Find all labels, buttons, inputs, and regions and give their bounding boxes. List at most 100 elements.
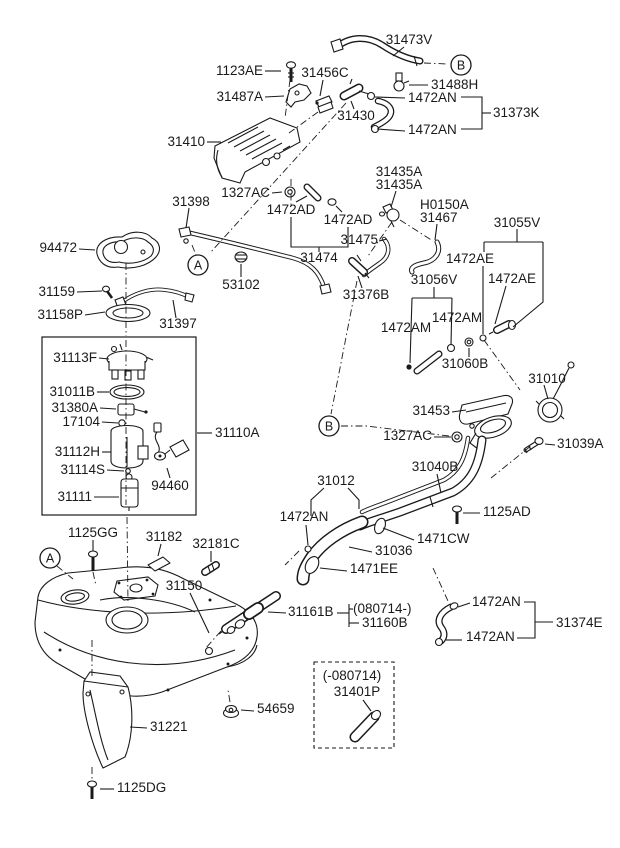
- leader-line-9: [461, 96, 483, 130]
- leader-line-4: [350, 100, 355, 110]
- part-tube-31161B: [218, 591, 281, 635]
- part-clamp-1472AM-a: [446, 343, 456, 353]
- part-label-31113F-32: 31113F: [53, 350, 97, 365]
- part-label-31456C-2: 31456C: [301, 65, 349, 80]
- part-valve-31376B: [348, 254, 370, 279]
- part-bolt-31159: [101, 285, 114, 299]
- part-label-31160B-62: 31160B: [362, 615, 408, 630]
- part-tube-31056V: [406, 350, 443, 375]
- leader-line-17: [390, 190, 397, 208]
- part-label-31010-42: 31010: [528, 371, 566, 386]
- axis-line-12: [284, 550, 300, 566]
- part-label-080714-66: (-080714): [323, 668, 382, 683]
- leader-line-52: [84, 311, 106, 316]
- part-nut-1327AC-a: [284, 186, 296, 198]
- part-label-31376B-24: 31376B: [343, 287, 390, 302]
- part-label-31474-14: 31474: [300, 250, 338, 265]
- part-tube-31398: [178, 226, 332, 295]
- part-label-1125DG-65: 1125DG: [117, 780, 166, 795]
- leader-line-2: [319, 79, 324, 97]
- svg-text:B: B: [325, 420, 333, 434]
- leader-line-63: [517, 601, 536, 639]
- leader-line-12: [185, 207, 190, 229]
- part-nut-1327AC-b-inner: [454, 434, 460, 440]
- part-filler-pipe-31040B: [355, 435, 487, 531]
- axis-line-3: [209, 102, 347, 254]
- part-label-31161B-60: 31161B: [288, 604, 334, 619]
- part-label-31221-64: 31221: [150, 719, 188, 734]
- part-label-1472AN-7: 1472AN: [408, 90, 457, 105]
- part-label-31111-38: 31111: [57, 489, 92, 504]
- part-label-31055V-19: 31055V: [494, 215, 541, 230]
- part-label-1327AC-10: 1327AC: [221, 185, 270, 200]
- axis-lines-layer: [56, 62, 533, 781]
- part-clamp-1471CW: [374, 517, 386, 535]
- part-label-1472AN-59: 1472AN: [466, 629, 515, 644]
- part-flange-31113F: [106, 343, 154, 381]
- part-clamp-31456C: [315, 95, 334, 114]
- leader-line-55: [99, 407, 117, 410]
- axis-line-2: [288, 111, 319, 134]
- leader-line-73: [362, 699, 372, 712]
- leader-line-71: [129, 726, 148, 729]
- part-label-31158P-30: 31158P: [37, 307, 83, 322]
- part-label-31112H-36: 31112H: [55, 444, 100, 459]
- part-label-31453-43: 31453: [412, 403, 450, 418]
- svg-text:A: A: [46, 552, 55, 566]
- part-pad-31182: [147, 556, 171, 572]
- part-label-1472AM-27: 1472AM: [432, 310, 482, 325]
- part-label-54659-63: 54659: [257, 701, 295, 716]
- part-label-1472AM-26: 1472AM: [381, 320, 431, 335]
- part-bolt-1123AE: [285, 61, 297, 82]
- leader-line-0: [392, 46, 405, 57]
- part-label-31150-56: 31150: [166, 578, 203, 593]
- part-fuel-cap-31010: [535, 361, 575, 423]
- part-hose-31373K: [370, 97, 395, 131]
- axis-line-0: [423, 62, 449, 65]
- part-label-H0150A-17: H0150A: [420, 197, 469, 212]
- part-label-31488H-6: 31488H: [431, 77, 478, 92]
- part-label-31110A-40: 31110A: [215, 425, 260, 440]
- part-nut-54659: [222, 704, 240, 719]
- part-label-31410-5: 31410: [167, 134, 205, 149]
- part-label-31467-18: 31467: [420, 210, 458, 225]
- part-label-1327AC-44: 1327AC: [383, 428, 432, 443]
- leader-line-58: [106, 469, 125, 472]
- part-label-1472AE-20: 1472AE: [446, 251, 494, 266]
- leader-line-45: [319, 567, 348, 572]
- callout-a-1: A: [187, 254, 209, 276]
- part-nut-1327AC-b: [451, 431, 463, 443]
- part-label-31401P-67: 31401P: [334, 684, 381, 699]
- leader-line-3: [264, 95, 285, 98]
- part-bolt-1125GG: [87, 550, 99, 571]
- part-label-080714-61: (080714-): [353, 601, 412, 616]
- part-filler-neck: [469, 415, 512, 450]
- part-bolt-1125AD: [451, 505, 463, 524]
- part-label-31475-22: 31475: [340, 232, 378, 247]
- leader-line-56: [101, 421, 119, 424]
- axis-line-10: [490, 444, 533, 479]
- part-label-31060B-41: 31060B: [442, 356, 489, 371]
- leader-line-35: [451, 409, 467, 413]
- part-label-1125GG-53: 1125GG: [68, 525, 118, 540]
- part-label-31430-4: 31430: [337, 108, 375, 123]
- axis-line-15: [56, 565, 74, 580]
- part-label-31435A-15: 31435A: [376, 164, 423, 179]
- leader-line-70: [240, 709, 255, 712]
- part-hose-31467: [409, 239, 442, 275]
- leader-line-41: [305, 524, 309, 546]
- leader-line-61: [457, 602, 471, 608]
- group-boxes-layer: [41, 336, 395, 749]
- part-label-1471CW-50: 1471CW: [417, 531, 470, 546]
- part-reservoir-31112H: [110, 424, 149, 469]
- leader-line-14: [335, 205, 343, 213]
- leader-line-34: [543, 384, 549, 400]
- part-clamp-1472AN-a: [366, 91, 376, 101]
- axis-line-8: [341, 425, 450, 437]
- part-label-31373K-8: 31373K: [493, 105, 540, 120]
- leader-line-19: [378, 238, 388, 242]
- part-label-1472AE-21: 1472AE: [488, 271, 536, 286]
